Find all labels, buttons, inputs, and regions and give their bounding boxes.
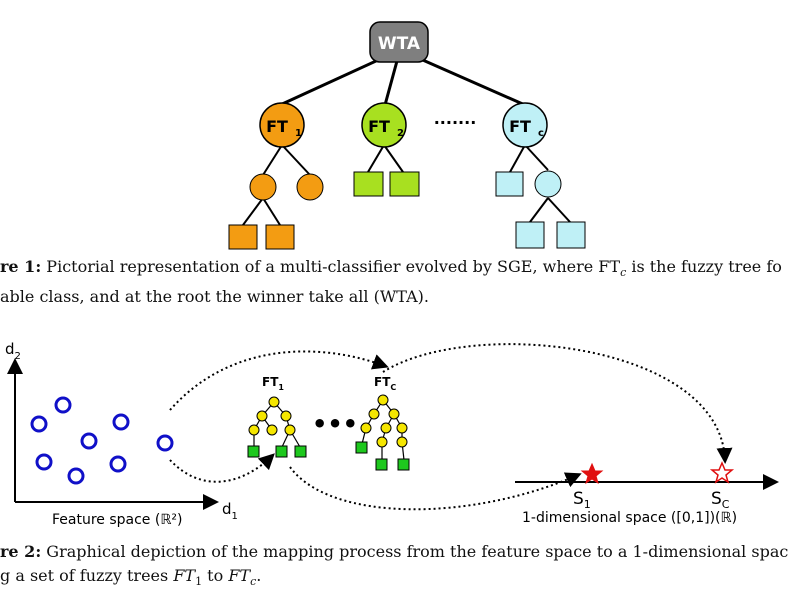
caption-2-text-start: g a set of fuzzy trees xyxy=(0,566,174,585)
wta-root-node: WTA xyxy=(369,21,429,63)
s1-label: S1 xyxy=(573,489,591,511)
caption-2-math-ftc: FT xyxy=(228,566,251,585)
tree-c-subscript: c xyxy=(538,128,544,139)
caption-1-line-2: able class, and at the root the winner t… xyxy=(0,287,429,307)
trees-dots: ••• xyxy=(312,410,358,438)
caption-2-sub-c: c xyxy=(250,575,257,589)
sc-label: SC xyxy=(711,489,730,511)
figure-1-multi-classifier-diagram: WTA FT 1 FT 2 ······· FT c xyxy=(228,21,586,250)
one-dimensional-space: S1 SC 1-dimensional space ([0,1])(ℝ) xyxy=(515,461,779,526)
tree-c-mini-label: FTC xyxy=(374,375,396,392)
caption-2-text-end: . xyxy=(256,566,262,585)
caption-1-text-end: is the fuzzy tree fo xyxy=(626,257,782,276)
tree-2-label: FT xyxy=(368,117,390,136)
sc-star-icon xyxy=(709,461,735,484)
figure-1-caption: re 1: Pictorial representation of a mult… xyxy=(0,255,800,309)
caption-1-label: re 1: xyxy=(0,257,42,276)
tree-c-label: FT xyxy=(509,117,531,136)
tree-1-label: FT xyxy=(266,117,288,136)
axis-x-label: d1 xyxy=(222,500,238,522)
fuzzy-tree-c: FT c xyxy=(495,102,586,249)
caption-1-line-1: re 1: Pictorial representation of a mult… xyxy=(0,255,800,285)
mapping-arrows xyxy=(169,343,733,511)
caption-2-text: Graphical depiction of the mapping proce… xyxy=(41,542,789,561)
tree-2-subscript: 2 xyxy=(397,128,404,139)
axis-y-label: d2 xyxy=(5,340,21,362)
trees-ellipsis: ······· xyxy=(434,113,477,132)
tree-1-subscript: 1 xyxy=(295,128,302,139)
one-dimensional-space-label: 1-dimensional space ([0,1])(ℝ) xyxy=(522,510,737,526)
fuzzy-tree-1: FT 1 xyxy=(228,102,324,250)
caption-2-sub-1: 1 xyxy=(195,575,203,589)
fuzzy-tree-1-mini: FT1 xyxy=(247,375,307,458)
s1-star-icon xyxy=(580,462,604,485)
caption-2-label: re 2: xyxy=(0,542,42,561)
caption-2-math-ft1: FT xyxy=(173,566,196,585)
feature-points xyxy=(30,396,174,485)
caption-1-subscript: c xyxy=(620,266,627,280)
feature-space-axes: d2 d1 Feature space (ℝ²) xyxy=(5,340,238,528)
caption-2-line-1: re 2: Graphical depiction of the mapping… xyxy=(0,540,800,564)
figure-2-caption: re 2: Graphical depiction of the mapping… xyxy=(0,540,800,594)
feature-space-label: Feature space (ℝ²) xyxy=(52,512,183,528)
fuzzy-tree-c-mini: FTC xyxy=(355,375,410,471)
tree-1-mini-label: FT1 xyxy=(262,375,284,392)
caption-2-text-mid: to xyxy=(202,566,229,585)
wta-label: WTA xyxy=(378,34,421,54)
figure-2-mapping-diagram: d2 d1 Feature space (ℝ²) FT1 xyxy=(5,340,779,528)
caption-1-text: Pictorial representation of a multi-clas… xyxy=(41,257,621,276)
fuzzy-tree-2: FT 2 xyxy=(353,102,420,197)
caption-2-line-2: g a set of fuzzy trees FT1 to FTc. xyxy=(0,564,800,594)
